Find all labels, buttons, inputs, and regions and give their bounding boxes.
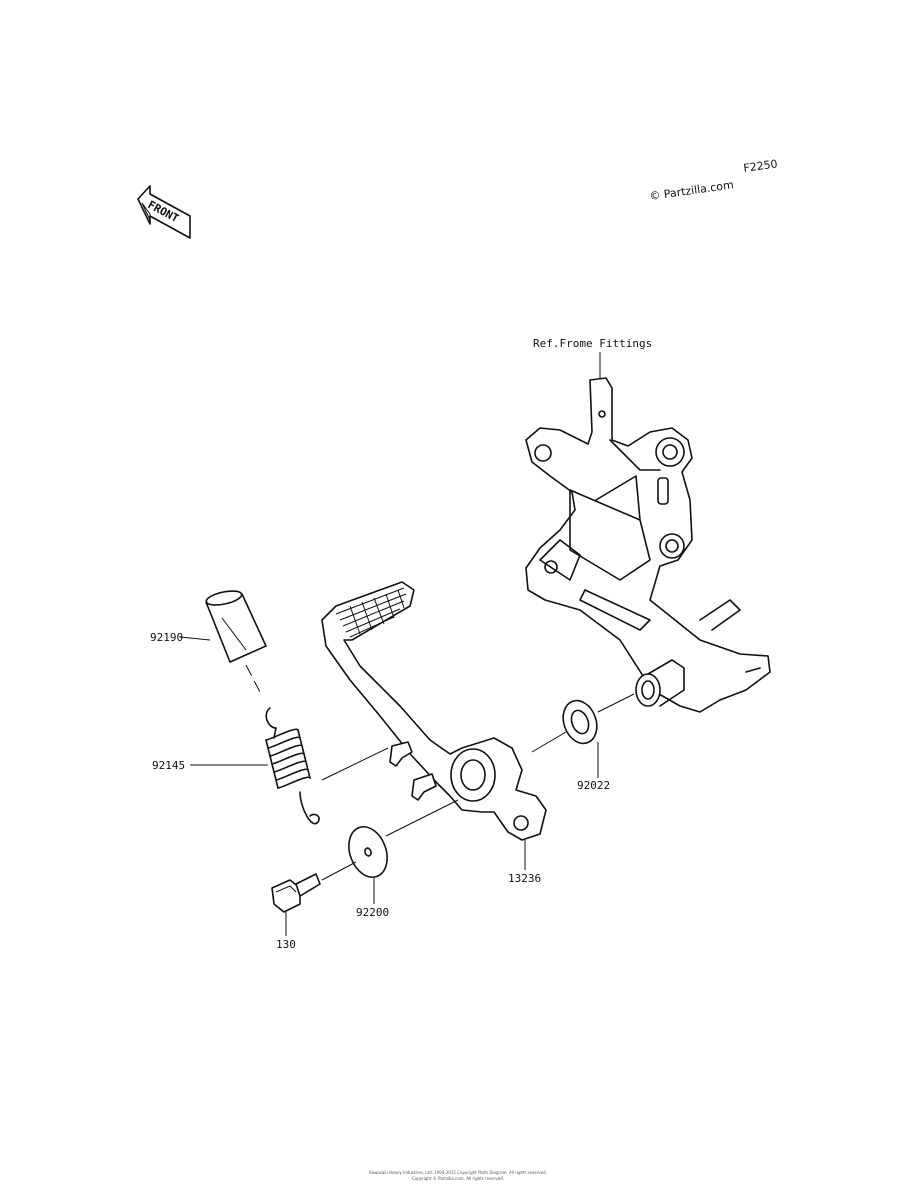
watermark: © Partzilla.com [649,178,735,203]
reference-note: Ref.Frome Fittings [533,337,652,350]
leader-washer-pedal-2 [385,799,459,837]
figure-code: F2250 [743,157,779,175]
copyright-line-1: Kawasaki Heavy Industries, Ltd. 2004-201… [369,1170,547,1175]
leader-sleeve-spring [245,664,263,697]
leader-spring-pedal [321,747,389,781]
copyright-line-2: Copyright © Partzilla.com. All rights re… [412,1176,504,1181]
leader-92190 [179,636,211,641]
part-label-92200[interactable]: 92200 [356,906,389,919]
washer-92022-part [562,699,598,745]
part-label-13236[interactable]: 13236 [508,872,541,885]
part-label-92145[interactable]: 92145 [152,759,185,772]
part-label-92022[interactable]: 92022 [577,779,610,792]
front-arrow-icon: FRONT [137,185,191,239]
spring-part [265,707,320,825]
leader-washer-pedal [531,731,567,753]
frame-bracket [525,377,771,713]
leader-washer-shaft [597,693,635,713]
sleeve-part [205,590,267,663]
washer-92200-part [348,826,388,878]
part-label-92190[interactable]: 92190 [150,631,183,644]
part-label-130[interactable]: 130 [276,938,296,951]
leader-bolt-washer [321,861,357,881]
brake-pedal [321,581,547,841]
bolt-part [271,873,321,913]
